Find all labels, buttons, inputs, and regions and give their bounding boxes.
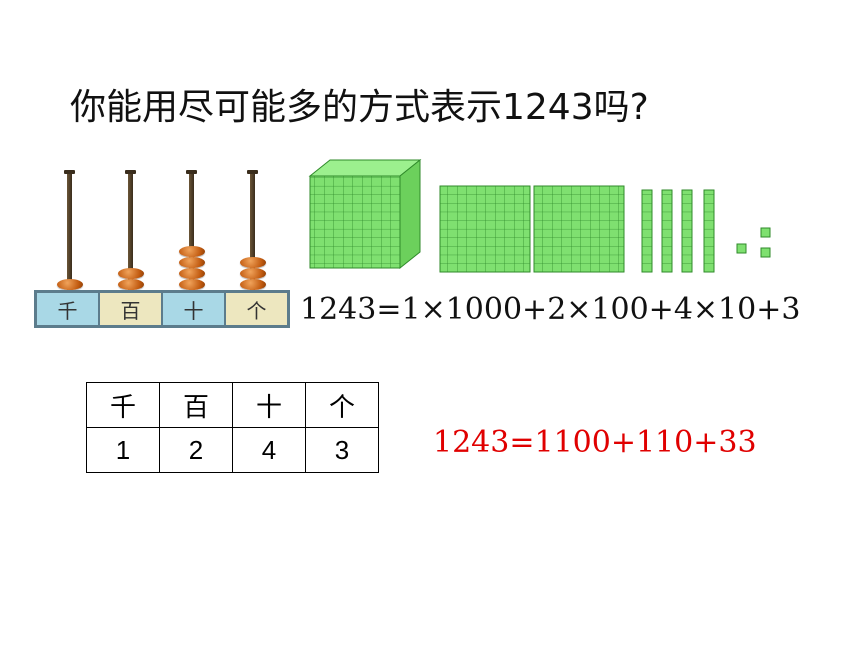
table-header-row: 千 百 十 个 [86,382,379,428]
abacus-rod-thousands [64,170,75,295]
alternative-expression: 1243=1100+110+33 [433,425,757,460]
table-value-thousands: 1 [86,427,160,473]
abacus-bead [240,257,266,268]
unit-cube [736,243,747,254]
abacus-bead [240,279,266,290]
thousand-cube [308,158,422,270]
abacus-rod-ones [247,170,258,295]
ten-rod [681,189,693,273]
table-value-row: 1 2 4 3 [86,427,379,473]
unit-cube [760,247,771,258]
abacus-bead [57,279,83,290]
ten-rod [641,189,653,273]
abacus-rod-tens [186,170,197,295]
ten-rod [703,189,715,273]
place-label-thousands: 千 [37,293,98,325]
place-label-tens: 十 [163,293,224,325]
unit-cube [760,227,771,238]
abacus-bead [179,257,205,268]
hundred-flat [533,185,625,273]
question-title: 你能用尽可能多的方式表示1243吗? [70,87,649,128]
expanded-form: 1243=1×1000+2×100+4×10+3 [300,292,801,327]
abacus-bead [179,279,205,290]
table-header-tens: 十 [232,382,306,428]
abacus-bead [118,279,144,290]
abacus-rod-hundreds [125,170,136,295]
table-header-ones: 个 [305,382,379,428]
base-ten-blocks [308,158,771,273]
table-header-thousands: 千 [86,382,160,428]
table-header-hundreds: 百 [159,382,233,428]
hundred-flat [439,185,531,273]
place-value-table: 千 百 十 个 1 2 4 3 [86,382,379,473]
place-label-hundreds: 百 [100,293,161,325]
abacus: 千 百 十 个 [30,170,290,332]
abacus-bead [240,268,266,279]
ten-rod [661,189,673,273]
abacus-bead [179,268,205,279]
table-value-tens: 4 [232,427,306,473]
table-value-hundreds: 2 [159,427,233,473]
place-label-ones: 个 [226,293,287,325]
abacus-bead [118,268,144,279]
abacus-bead [179,246,205,257]
table-value-ones: 3 [305,427,379,473]
abacus-place-labels: 千 百 十 个 [34,290,290,328]
